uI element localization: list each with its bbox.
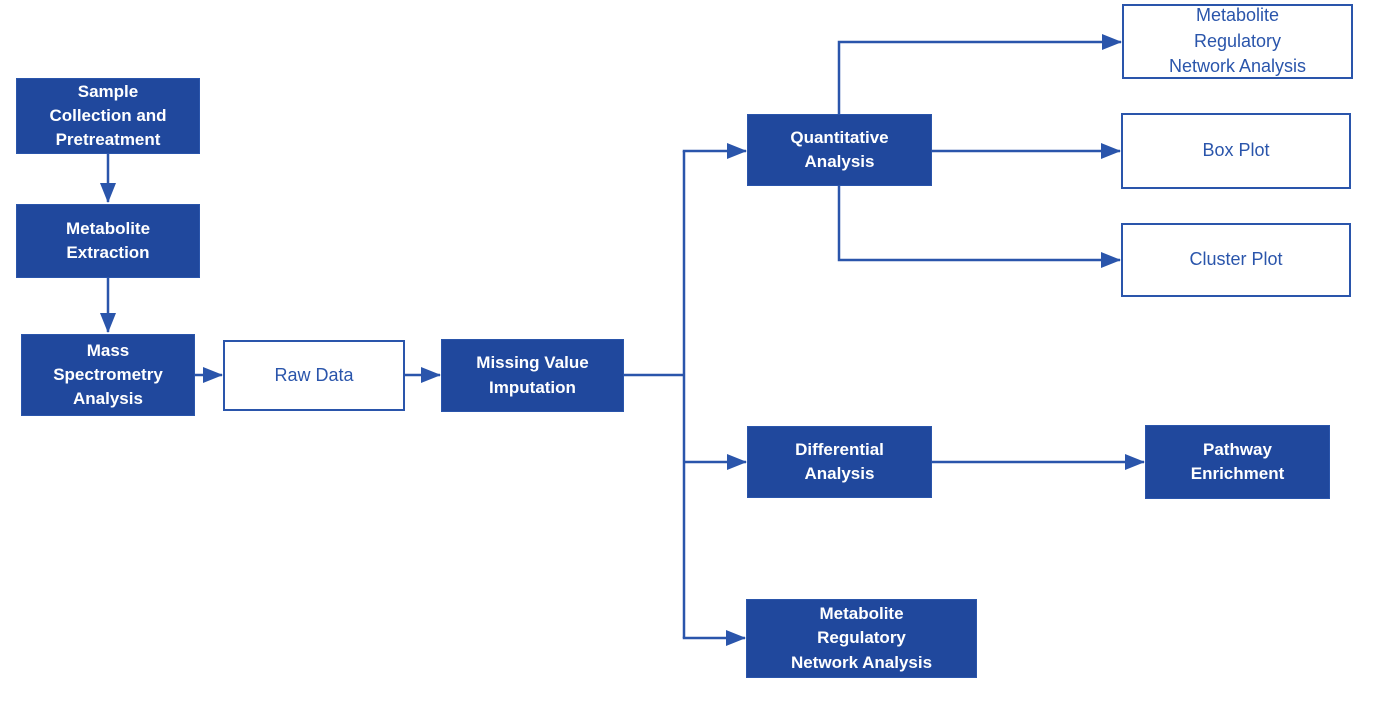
node-metabolite-regulatory-network-bottom-label: Metabolite Regulatory Network Analysis (790, 604, 933, 672)
node-raw-data: Raw Data (223, 340, 405, 411)
connector-trunk-to-mrna-bottom (682, 630, 746, 646)
node-differential-analysis-label: Differential Analysis (795, 439, 884, 483)
node-quantitative-analysis-label: Quantitative Analysis (790, 127, 889, 171)
node-cluster-plot-label: Cluster Plot (1189, 249, 1283, 270)
node-differential-analysis: Differential Analysis (747, 426, 932, 498)
node-cluster-plot: Cluster Plot (1121, 223, 1351, 297)
node-missing-value-imputation-label: Missing Value Imputation (476, 353, 589, 397)
connector-quantitative-to-mrna-top (837, 34, 1122, 114)
node-sample-collection-label: Sample Collection and Pretreatment (49, 81, 167, 150)
node-mass-spectrometry-label: Mass Spectrometry Analysis (53, 340, 163, 409)
node-metabolite-extraction: Metabolite Extraction (16, 204, 200, 278)
node-pathway-enrichment-label: Pathway Enrichment (1190, 439, 1285, 483)
node-box-plot-label: Box Plot (1202, 140, 1270, 161)
node-metabolite-regulatory-network-top: Metabolite Regulatory Network Analysis (1122, 4, 1353, 79)
node-box-plot: Box Plot (1121, 113, 1351, 189)
node-metabolite-regulatory-network-bottom: Metabolite Regulatory Network Analysis (746, 599, 977, 678)
node-raw-data-label: Raw Data (274, 364, 354, 385)
node-sample-collection: Sample Collection and Pretreatment (16, 78, 200, 154)
node-quantitative-analysis: Quantitative Analysis (747, 114, 932, 186)
node-mass-spectrometry: Mass Spectrometry Analysis (21, 334, 195, 416)
node-metabolite-extraction-label: Metabolite Extraction (65, 218, 151, 262)
node-pathway-enrichment: Pathway Enrichment (1145, 425, 1330, 499)
node-metabolite-regulatory-network-top-label: Metabolite Regulatory Network Analysis (1168, 5, 1307, 77)
connector-quantitative-to-clusterplot (837, 186, 1121, 268)
node-missing-value-imputation: Missing Value Imputation (441, 339, 624, 412)
